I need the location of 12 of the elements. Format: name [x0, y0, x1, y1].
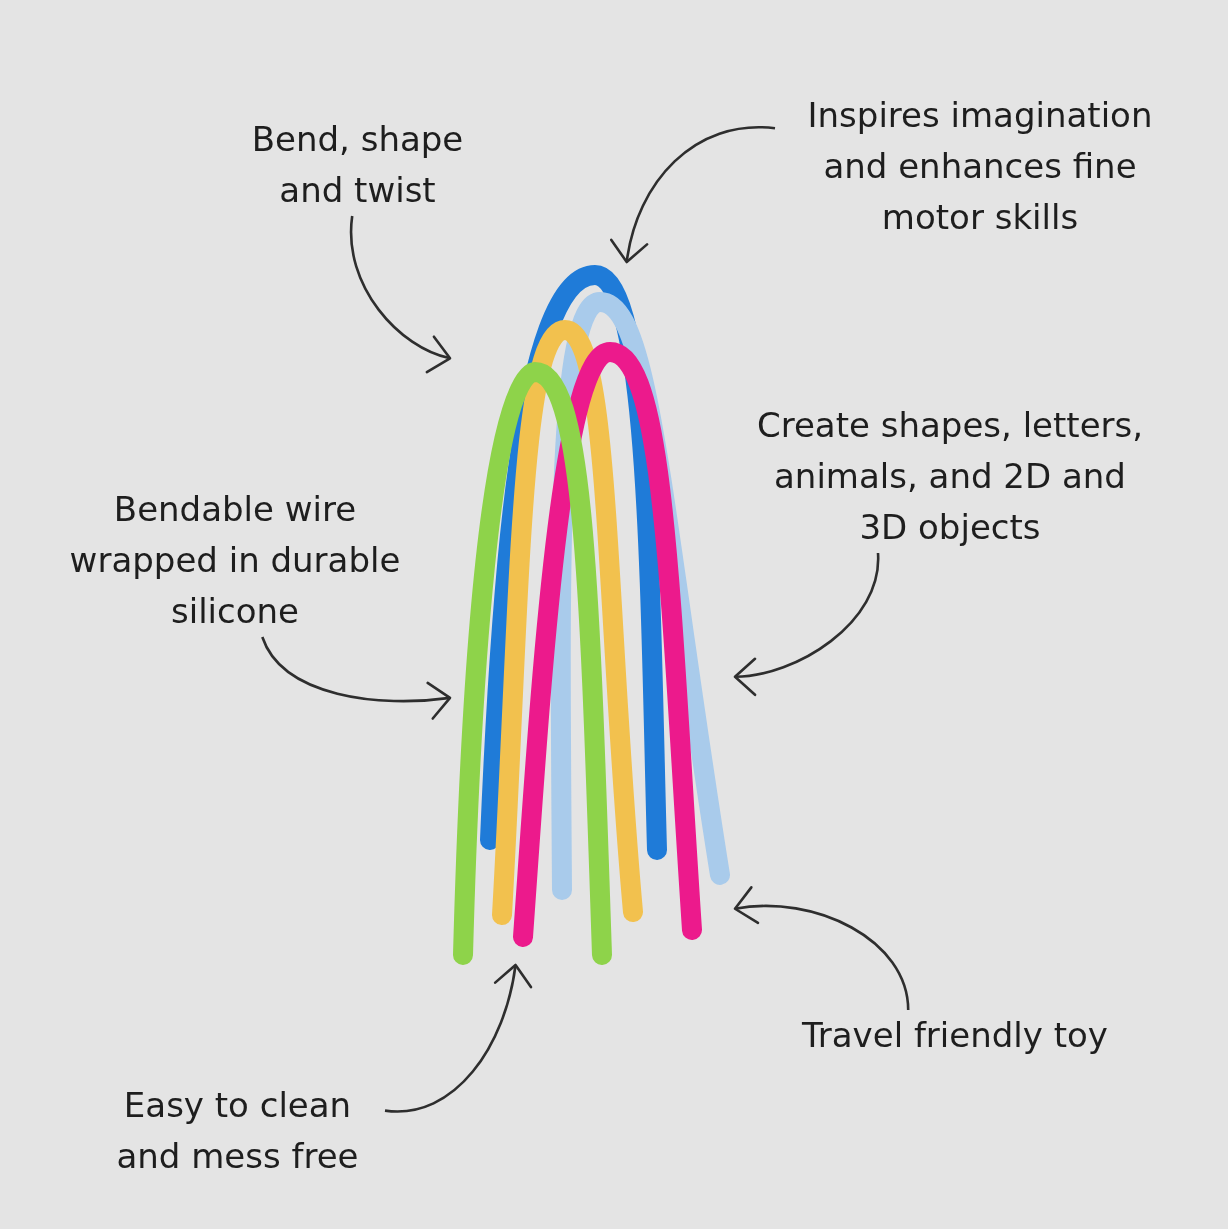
curved-arrow — [733, 552, 880, 695]
curved-arrow — [384, 963, 532, 1113]
curved-arrow — [611, 126, 776, 264]
callout-text: Travel friendly toy — [775, 1010, 1135, 1061]
curved-arrow — [349, 215, 452, 372]
curved-arrow — [733, 887, 910, 1011]
callout-text: Create shapes, letters, animals, and 2D and 3D objects — [750, 400, 1150, 553]
curved-arrow — [261, 636, 452, 720]
callout-text: Inspires imagination and enhances fine motor skills — [775, 90, 1185, 243]
callout-text: Bendable wire wrapped in durable silicone — [40, 484, 430, 637]
callout-text: Bend, shape and twist — [225, 114, 490, 216]
callout-text: Easy to clean and mess free — [90, 1080, 385, 1182]
